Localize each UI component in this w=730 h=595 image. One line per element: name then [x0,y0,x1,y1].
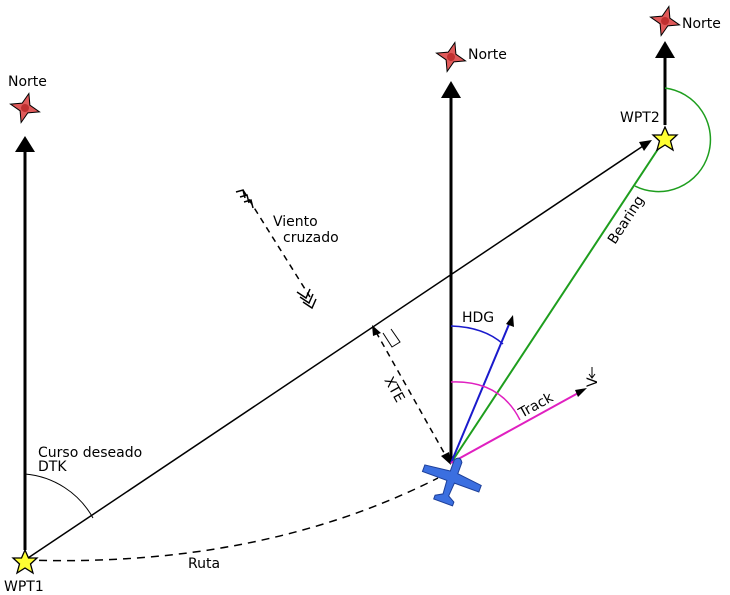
north-label-middle: Norte [468,47,507,63]
north-arrow-right [655,41,675,125]
route-label: Ruta [188,556,220,572]
heading-arc [450,325,504,345]
desired-track-line [24,140,652,561]
xte-line [372,325,451,465]
north-label-right: Norte [682,16,721,32]
north-arrow-left [15,136,35,550]
star-icon [651,125,679,152]
wind-arrow-icon [235,189,317,310]
compass-star-icon [435,41,467,73]
dtk-label: DTK [38,459,67,475]
north-arrow-middle [441,81,461,462]
heading-vector [450,315,514,464]
route-path [24,477,439,562]
desired-course-label: Curso deseado [38,445,142,461]
right-angle-marker [382,328,401,348]
wind-label: Viento [273,214,318,230]
xte-label: XTE [381,374,408,405]
compass-star-icon [9,92,41,124]
airplane-icon [421,457,482,507]
bearing-arc [634,87,712,193]
wind-label-2: cruzado [283,230,339,246]
bearing-line [450,139,665,464]
compass-star-icon [649,5,681,37]
star-icon [11,548,39,575]
track-arc [450,381,521,421]
track-vector [450,388,587,464]
wpt2-label: WPT2 [620,110,660,126]
wpt1-label: WPT1 [4,579,44,595]
dtk-arc [24,473,94,519]
hdg-label: HDG [462,310,494,326]
velocity-label: V [585,367,601,387]
velocity-text: V [585,377,601,387]
north-label-left: Norte [8,74,47,90]
